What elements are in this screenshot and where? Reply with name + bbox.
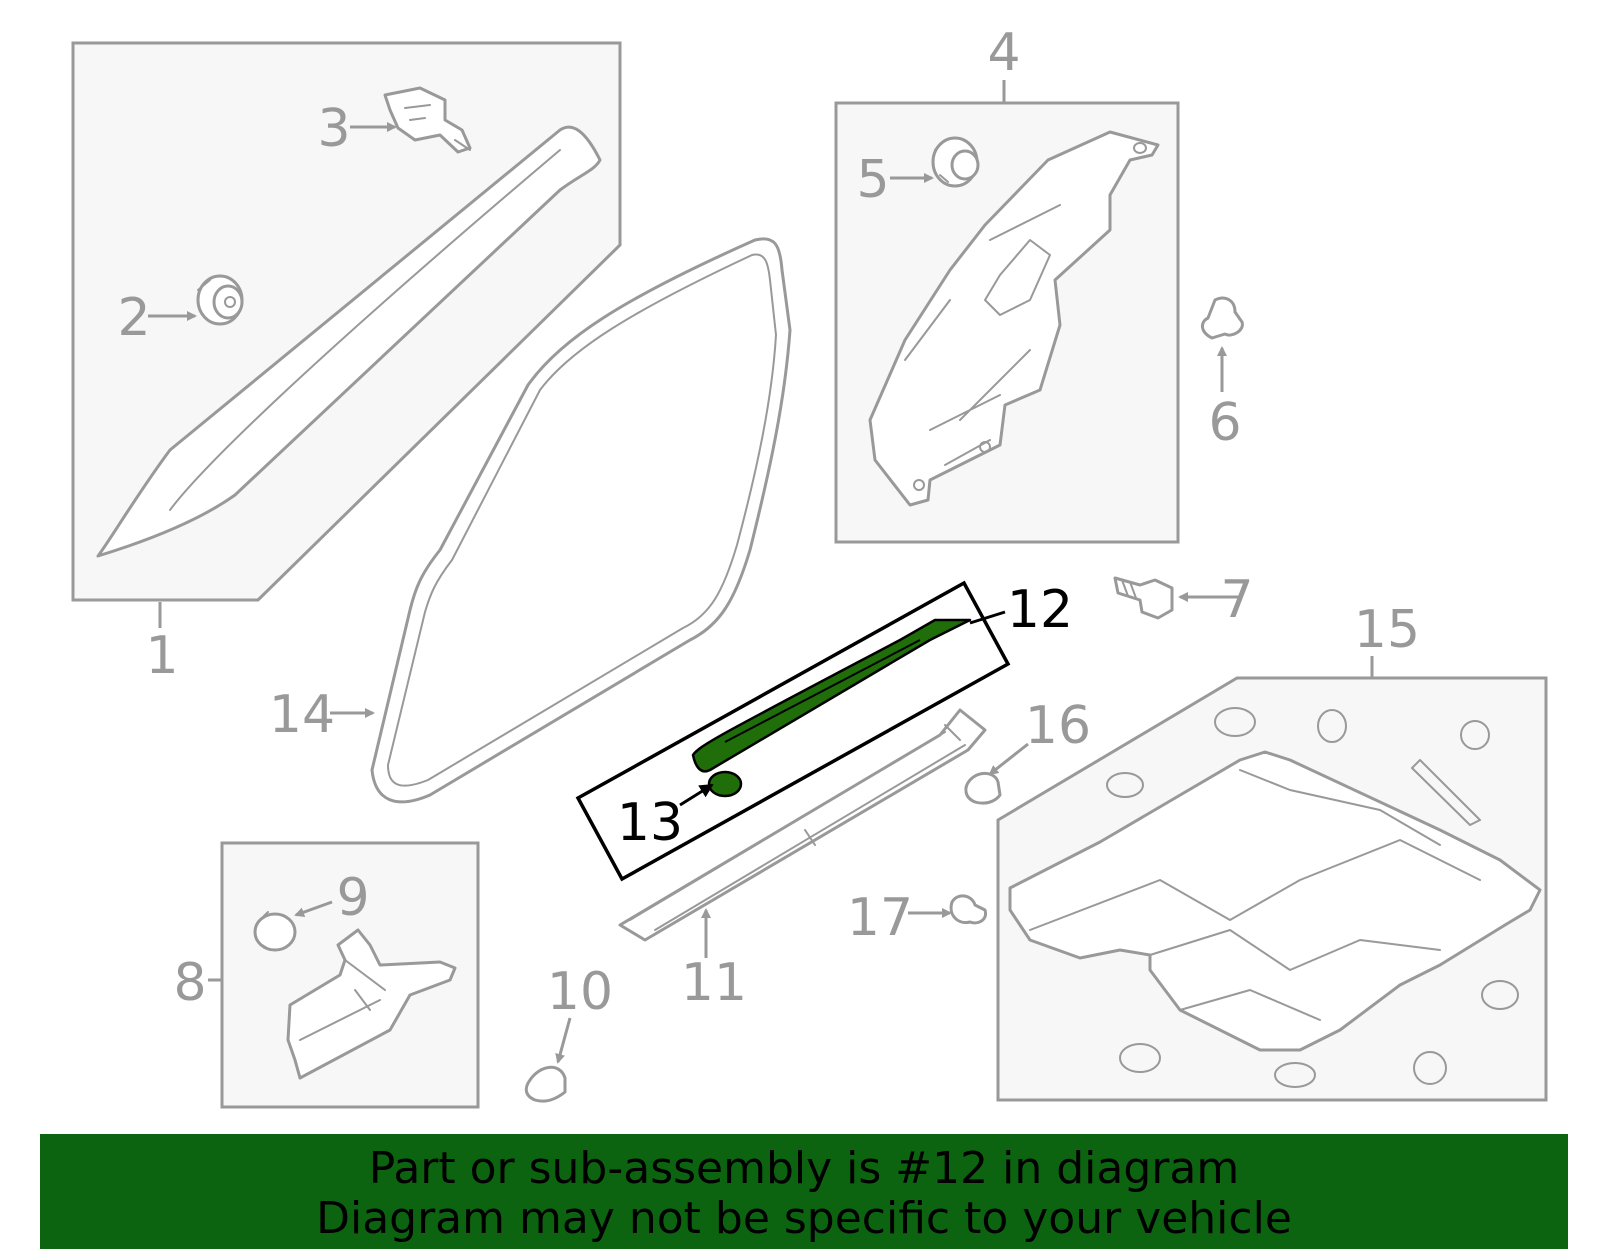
callout-10: 10 [547, 962, 613, 1022]
clip-2 [196, 274, 244, 326]
clip-9 [253, 911, 297, 952]
callout-5: 5 [856, 150, 889, 210]
quarter-trim-panel [868, 130, 1160, 507]
clip-17: 17 [847, 888, 988, 948]
callout-14: 14 [269, 685, 335, 745]
clip-13 [707, 770, 743, 798]
clip-5 [931, 136, 980, 188]
callout-2: 2 [117, 288, 150, 348]
callout-8: 8 [173, 953, 206, 1013]
callout-9: 9 [336, 868, 369, 928]
scuff-plate-12 [691, 618, 972, 773]
callout-3: 3 [317, 99, 350, 159]
bolt-7: 7 [1113, 570, 1254, 630]
callout-6: 6 [1208, 393, 1241, 453]
callout-7: 7 [1220, 570, 1253, 630]
group-box-8: 8 9 [173, 841, 480, 1109]
group-box-15: 15 [996, 600, 1548, 1102]
callout-11: 11 [681, 953, 747, 1013]
group-box-4: 4 5 [834, 23, 1180, 544]
callout-16: 16 [1025, 696, 1091, 756]
callout-1: 1 [145, 626, 178, 686]
clip-10: 10 [524, 962, 613, 1103]
door-weatherstrip-14: 14 [269, 237, 792, 804]
callout-17: 17 [847, 888, 913, 948]
info-banner: Part or sub-assembly is #12 in diagram D… [40, 1134, 1568, 1249]
banner-line-2: Diagram may not be specific to your vehi… [316, 1193, 1292, 1244]
sill-plate-11: 11 [618, 708, 987, 1013]
callout-15: 15 [1354, 600, 1420, 660]
clip-16: 16 [964, 696, 1091, 805]
a-pillar-trim [96, 125, 602, 558]
callout-4: 4 [987, 23, 1020, 83]
banner-line-1: Part or sub-assembly is #12 in diagram [368, 1143, 1240, 1194]
clip-6: 6 [1201, 296, 1244, 453]
group-box-12: 12 13 [575, 580, 1073, 882]
callout-13: 13 [617, 793, 683, 853]
callout-12: 12 [1007, 580, 1073, 640]
group-box-1: 1 2 3 [71, 41, 622, 686]
